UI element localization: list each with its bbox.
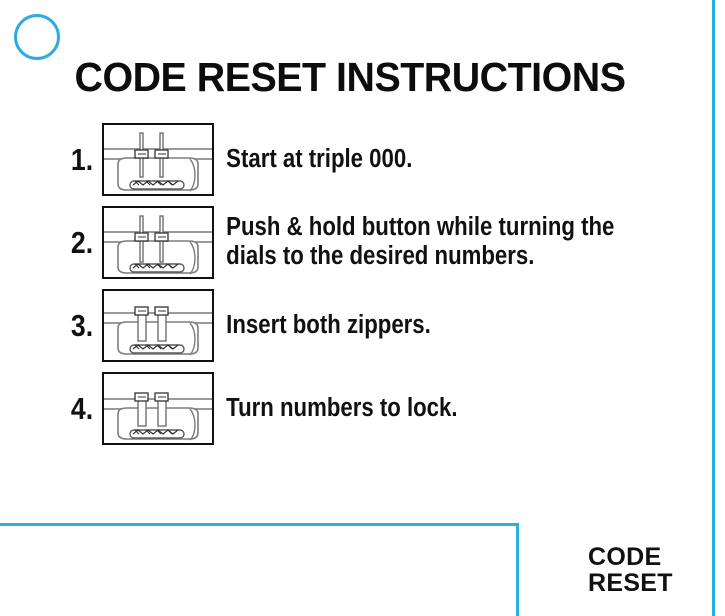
step-text: Turn numbers to lock.	[226, 393, 458, 422]
step-number: 2.	[70, 224, 94, 260]
list-item: 2. Push	[0, 203, 700, 281]
circle-outline-icon	[14, 14, 60, 60]
lock-illustration-icon	[102, 205, 214, 279]
brand-lockup: CODE RESET	[588, 543, 673, 597]
step-number: 3.	[70, 307, 94, 343]
step-text: Insert both zippers.	[226, 310, 431, 339]
vertical-accent-rule	[712, 0, 715, 616]
horizontal-accent-rule	[0, 523, 519, 526]
list-item: 4. Turn	[0, 369, 700, 447]
brand-line-1: CODE	[588, 543, 662, 571]
lock-illustration-icon	[102, 122, 214, 196]
list-item: 1. Start	[0, 120, 700, 198]
step-text: Start at triple 000.	[226, 144, 413, 173]
lock-illustration-icon	[102, 288, 214, 362]
brand-line-2: RESET	[588, 568, 673, 597]
step-number: 4.	[70, 390, 94, 426]
step-number: 1.	[70, 141, 94, 177]
step-text: Push & hold button while turning the dia…	[226, 213, 615, 270]
list-item: 3. Inser	[0, 286, 700, 364]
lock-illustration-icon	[102, 371, 214, 445]
accent-rule-corner	[516, 523, 519, 616]
steps-list: 1. Start	[0, 120, 700, 452]
page-title: CODE RESET INSTRUCTIONS	[74, 54, 626, 100]
